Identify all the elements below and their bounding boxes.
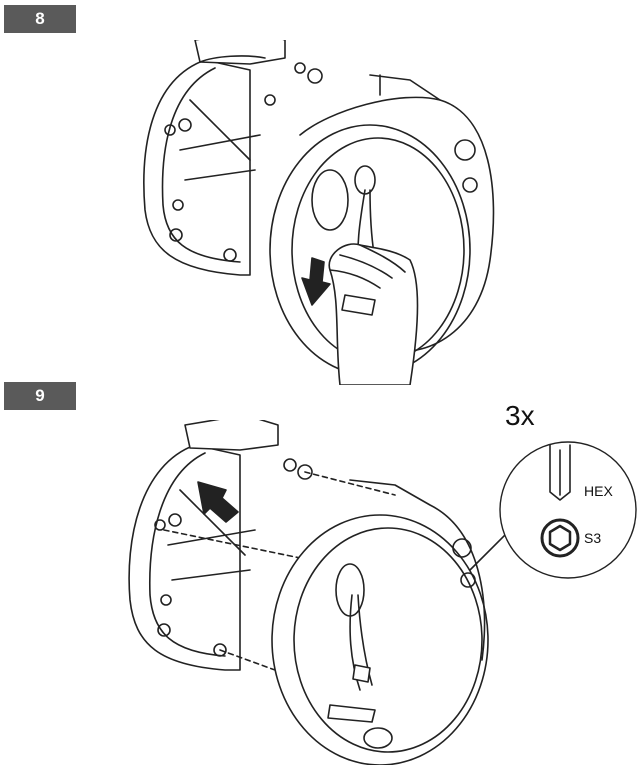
step-8-number: 8: [35, 9, 45, 28]
tool-size-label: S3: [584, 530, 601, 546]
mounting-plate: [143, 40, 323, 276]
hand: [328, 243, 419, 385]
tool-callout: [499, 441, 637, 579]
step-9-illustration: HEX S3: [128, 420, 637, 765]
hex-key-icon: [549, 444, 571, 501]
down-arrow: [301, 257, 331, 306]
tool-hex-label: HEX: [584, 483, 613, 499]
push-arrow: [197, 481, 239, 523]
back-box-ring: [271, 479, 489, 765]
hex-screw-icon: [540, 518, 580, 558]
step-9-badge: 9: [4, 382, 76, 410]
cable-connector: [341, 294, 376, 316]
screw-quantity-label: 3x: [505, 400, 535, 431]
step-9-number: 9: [35, 386, 45, 405]
step-8-badge: 8: [4, 5, 76, 33]
step-8-illustration: [143, 40, 495, 385]
